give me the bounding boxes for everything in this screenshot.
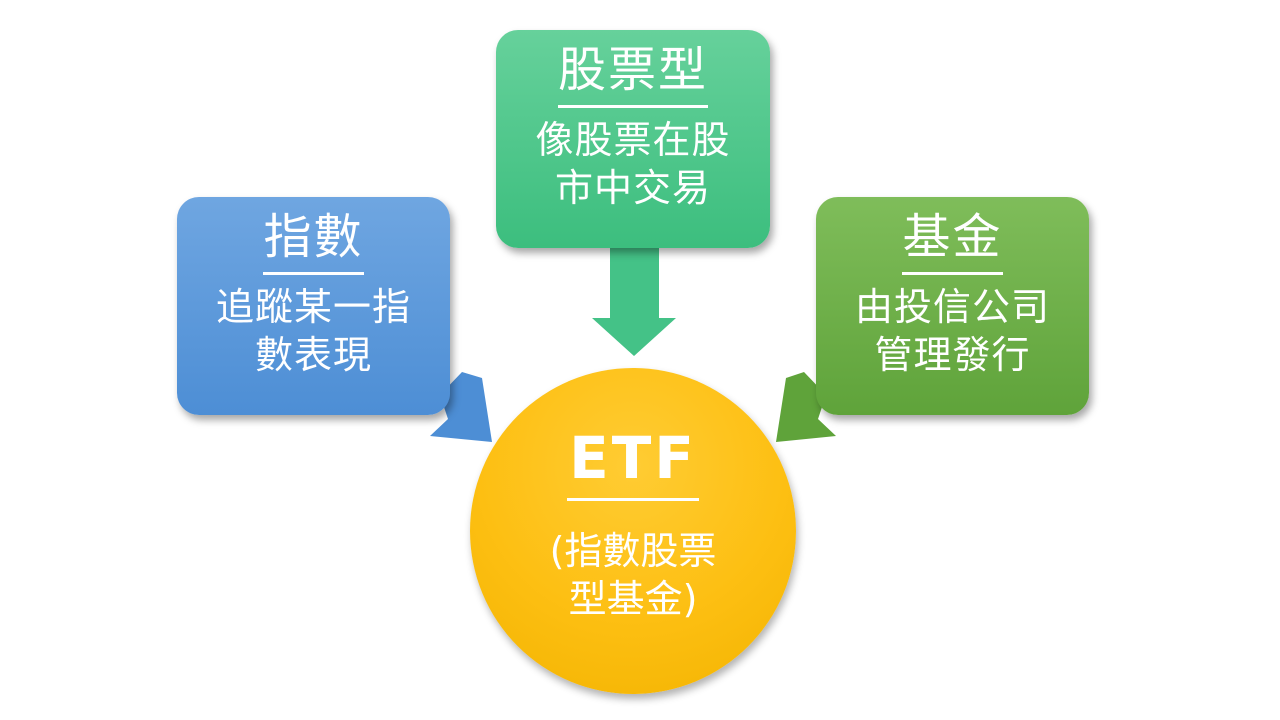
node-fund: 基金 由投信公司 管理發行 [816, 197, 1089, 415]
node-fund-title: 基金 [902, 211, 1003, 275]
node-stock-title: 股票型 [557, 44, 708, 108]
center-title: ETF [567, 424, 699, 501]
node-etf-center: ETF (指數股票 型基金) [470, 368, 796, 694]
node-stock: 股票型 像股票在股 市中交易 [496, 30, 770, 248]
node-index-desc: 追蹤某一指 數表現 [215, 284, 411, 377]
node-index: 指數 追蹤某一指 數表現 [177, 197, 450, 415]
node-stock-desc: 像股票在股 市中交易 [535, 117, 731, 210]
arrow-stock-to-etf [592, 248, 676, 356]
node-index-title: 指數 [263, 211, 364, 275]
center-desc: (指數股票 型基金) [549, 529, 717, 621]
node-fund-desc: 由投信公司 管理發行 [854, 284, 1050, 377]
